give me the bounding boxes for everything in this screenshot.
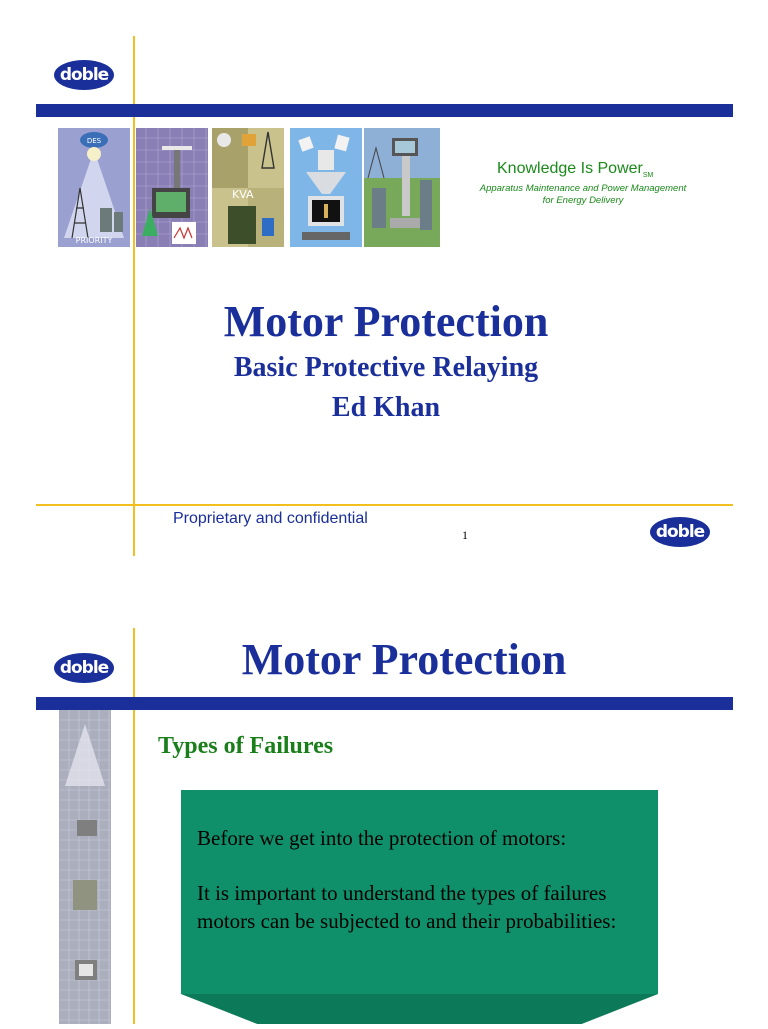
panel-instruments	[136, 128, 208, 247]
slide-1-author: Ed Khan	[331, 392, 441, 423]
doble-logo: doble	[54, 653, 114, 683]
panel-computer	[290, 128, 362, 247]
subtagline-line-1: Apparatus Maintenance and Power Manageme…	[479, 183, 687, 194]
panel-energy: KVA	[212, 128, 284, 247]
panel-priority: DES PRIORITY	[58, 128, 130, 247]
doble-logo: doble	[54, 60, 114, 90]
faded-illustration-column	[59, 710, 111, 1024]
panel-substation	[364, 128, 440, 247]
service-mark: SM	[642, 172, 654, 180]
gold-footer-rule	[36, 504, 733, 506]
doble-logo-footer: doble	[650, 517, 710, 547]
tagline-text: Knowledge Is Power	[497, 160, 643, 177]
content-box-arrow	[181, 994, 658, 1024]
box-line-2: It is important to understand the types …	[197, 881, 617, 933]
tagline: Knowledge Is PowerSM	[497, 160, 653, 179]
navy-header-bar	[36, 104, 733, 117]
slide-1-title: Motor Protection	[223, 297, 549, 346]
box-line-1: Before we get into the protection of mot…	[197, 826, 567, 850]
footer-text: Proprietary and confidential	[173, 510, 368, 527]
section-heading: Types of Failures	[158, 733, 334, 759]
content-box: Before we get into the protection of mot…	[181, 790, 658, 994]
gold-vertical-rule	[133, 36, 135, 556]
des-label: DES	[87, 137, 102, 145]
navy-header-bar	[36, 697, 733, 710]
page-number: 1	[462, 528, 468, 542]
slide-1-subtitle: Basic Protective Relaying	[233, 352, 539, 383]
kva-label: KVA	[232, 188, 254, 201]
gold-vertical-rule	[133, 628, 135, 1024]
priority-label: PRIORITY	[76, 236, 113, 245]
slide-2-title: Motor Protection	[241, 635, 567, 684]
subtagline-line-2: for Energy Delivery	[542, 195, 624, 206]
